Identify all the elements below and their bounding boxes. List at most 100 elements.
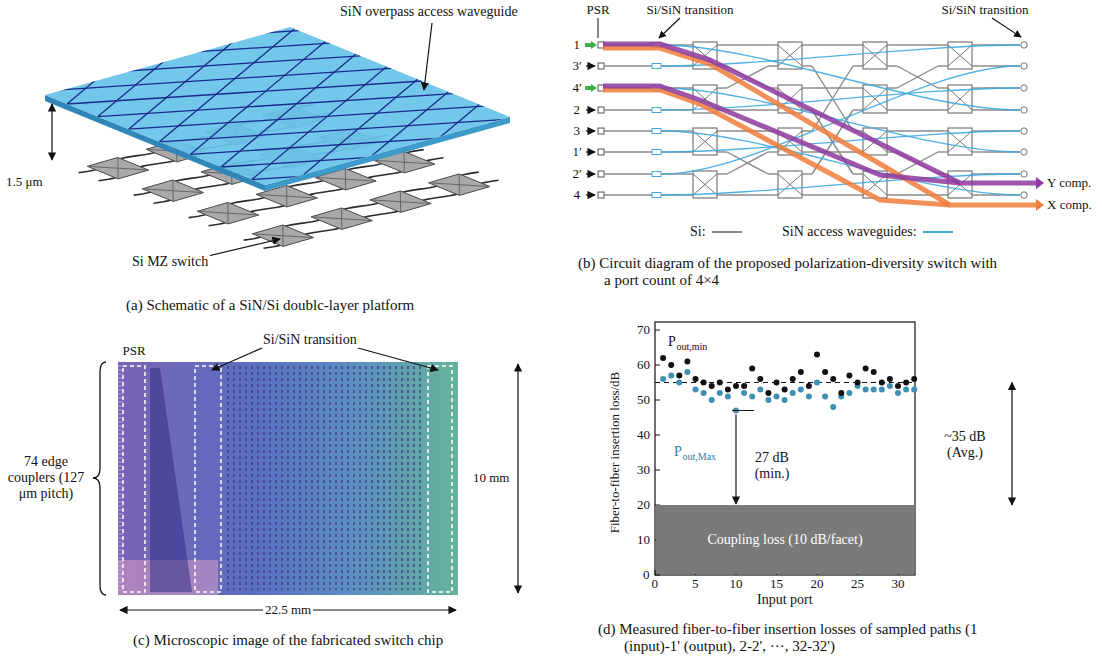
- dimension-label: 1.5 μm: [6, 175, 43, 190]
- si-waveguide: [768, 194, 778, 195]
- si-waveguide: [768, 44, 778, 45]
- sin-waveguide: [0, 0, 110, 66]
- si-waveguide: [802, 151, 812, 152]
- switch-column: [275, 366, 277, 590]
- data-point: [725, 387, 731, 393]
- output-label: Y comp.: [1047, 176, 1091, 191]
- si-waveguide: [604, 194, 652, 195]
- data-point: [676, 380, 682, 386]
- data-point: [814, 380, 820, 386]
- part-label: Si/SiN transition: [647, 3, 734, 18]
- sin-waveguide: [221, 144, 576, 167]
- si-waveguide: [604, 130, 652, 131]
- si-waveguide: [887, 44, 897, 45]
- switch-column: [341, 366, 343, 590]
- sin-waveguide: [313, 182, 668, 205]
- switch-column: [227, 366, 229, 590]
- dimension-label: 27 dB (min.): [744, 450, 800, 482]
- si-waveguide: [938, 109, 948, 110]
- data-point: [765, 390, 771, 396]
- si-waveguide: [802, 194, 812, 195]
- mz-arm: [227, 202, 228, 223]
- edge-coupler: [118, 430, 123, 431]
- si-waveguide: [768, 109, 778, 110]
- mz-switch: [87, 157, 148, 178]
- data-point: [693, 387, 699, 393]
- legend-line: [712, 231, 742, 233]
- edge-coupler: [118, 590, 123, 591]
- edge-coupler: [118, 402, 123, 403]
- sin-waveguide: [67, 0, 202, 104]
- data-point: [757, 376, 763, 382]
- leader-line: [358, 348, 438, 370]
- si-sin-transition: [1021, 107, 1027, 113]
- tick-label: 20: [637, 498, 650, 513]
- si-waveguide: [938, 194, 948, 195]
- legend-text: SiN access waveguides:: [782, 224, 917, 240]
- si-waveguide: [887, 87, 897, 88]
- data-point: [701, 390, 707, 396]
- switch-column: [305, 366, 307, 590]
- data-point: [903, 380, 909, 386]
- si-waveguide: [972, 194, 982, 195]
- dashed-box: [428, 366, 452, 592]
- tick-label: 70: [637, 323, 650, 338]
- psr-box: [598, 171, 604, 177]
- tick-label: 10: [637, 533, 650, 548]
- port-number: 2: [574, 103, 581, 118]
- part-label: Si/SiN transition: [263, 332, 357, 348]
- switch-column: [401, 366, 403, 590]
- x-path: [603, 90, 950, 205]
- part-label: SiN overpass access waveguide: [340, 4, 518, 20]
- dashed-box: [195, 366, 221, 592]
- si-waveguide: [717, 173, 727, 174]
- output-arrow: [1036, 177, 1044, 189]
- mz-arm: [341, 208, 342, 229]
- port-number: 2′: [573, 167, 582, 182]
- psr-box: [598, 128, 604, 134]
- data-point: [684, 359, 690, 365]
- data-point: [684, 369, 690, 375]
- tick-label: 40: [637, 428, 650, 443]
- sin-waveguide: [190, 131, 545, 154]
- si-waveguide: [897, 109, 938, 110]
- si-waveguide: [802, 173, 812, 174]
- edge-coupler: [118, 534, 123, 535]
- tick-label: 30: [892, 577, 905, 592]
- mz-arm: [863, 45, 887, 66]
- si-waveguide: [683, 173, 693, 174]
- si-waveguide: [717, 130, 727, 131]
- data-point: [717, 380, 723, 386]
- sin-waveguide: [0, 0, 48, 41]
- min-marker: [732, 410, 754, 411]
- tick-label: 15: [770, 577, 783, 592]
- sin-waveguide: [67, 81, 422, 104]
- si-waveguide: [768, 65, 778, 66]
- data-point: [822, 394, 828, 400]
- psr-box: [598, 149, 604, 155]
- sin-waveguide: [5, 0, 140, 79]
- data-point: [863, 366, 869, 372]
- si-waveguide: [717, 44, 727, 45]
- si-waveguide: [717, 87, 727, 88]
- switch-column: [419, 366, 421, 590]
- data-point: [668, 373, 674, 379]
- output-arrow: [1036, 199, 1044, 211]
- data-point: [709, 383, 715, 389]
- edge-coupler: [118, 394, 123, 395]
- data-point: [774, 394, 780, 400]
- si-sin-transition: [652, 129, 661, 134]
- switch-column: [239, 366, 241, 590]
- data-point: [725, 394, 731, 400]
- leader-line: [598, 18, 599, 38]
- switch-column: [395, 366, 397, 590]
- switch-column: [407, 366, 409, 590]
- data-point: [871, 369, 877, 375]
- mz-switch: [142, 180, 203, 201]
- panel-caption: (d) Measured fiber-to-fiber insertion lo…: [598, 621, 1018, 656]
- edge-coupler: [118, 450, 123, 451]
- mz-arm: [693, 174, 717, 195]
- edge-coupler: [118, 514, 123, 515]
- data-point: [798, 369, 804, 375]
